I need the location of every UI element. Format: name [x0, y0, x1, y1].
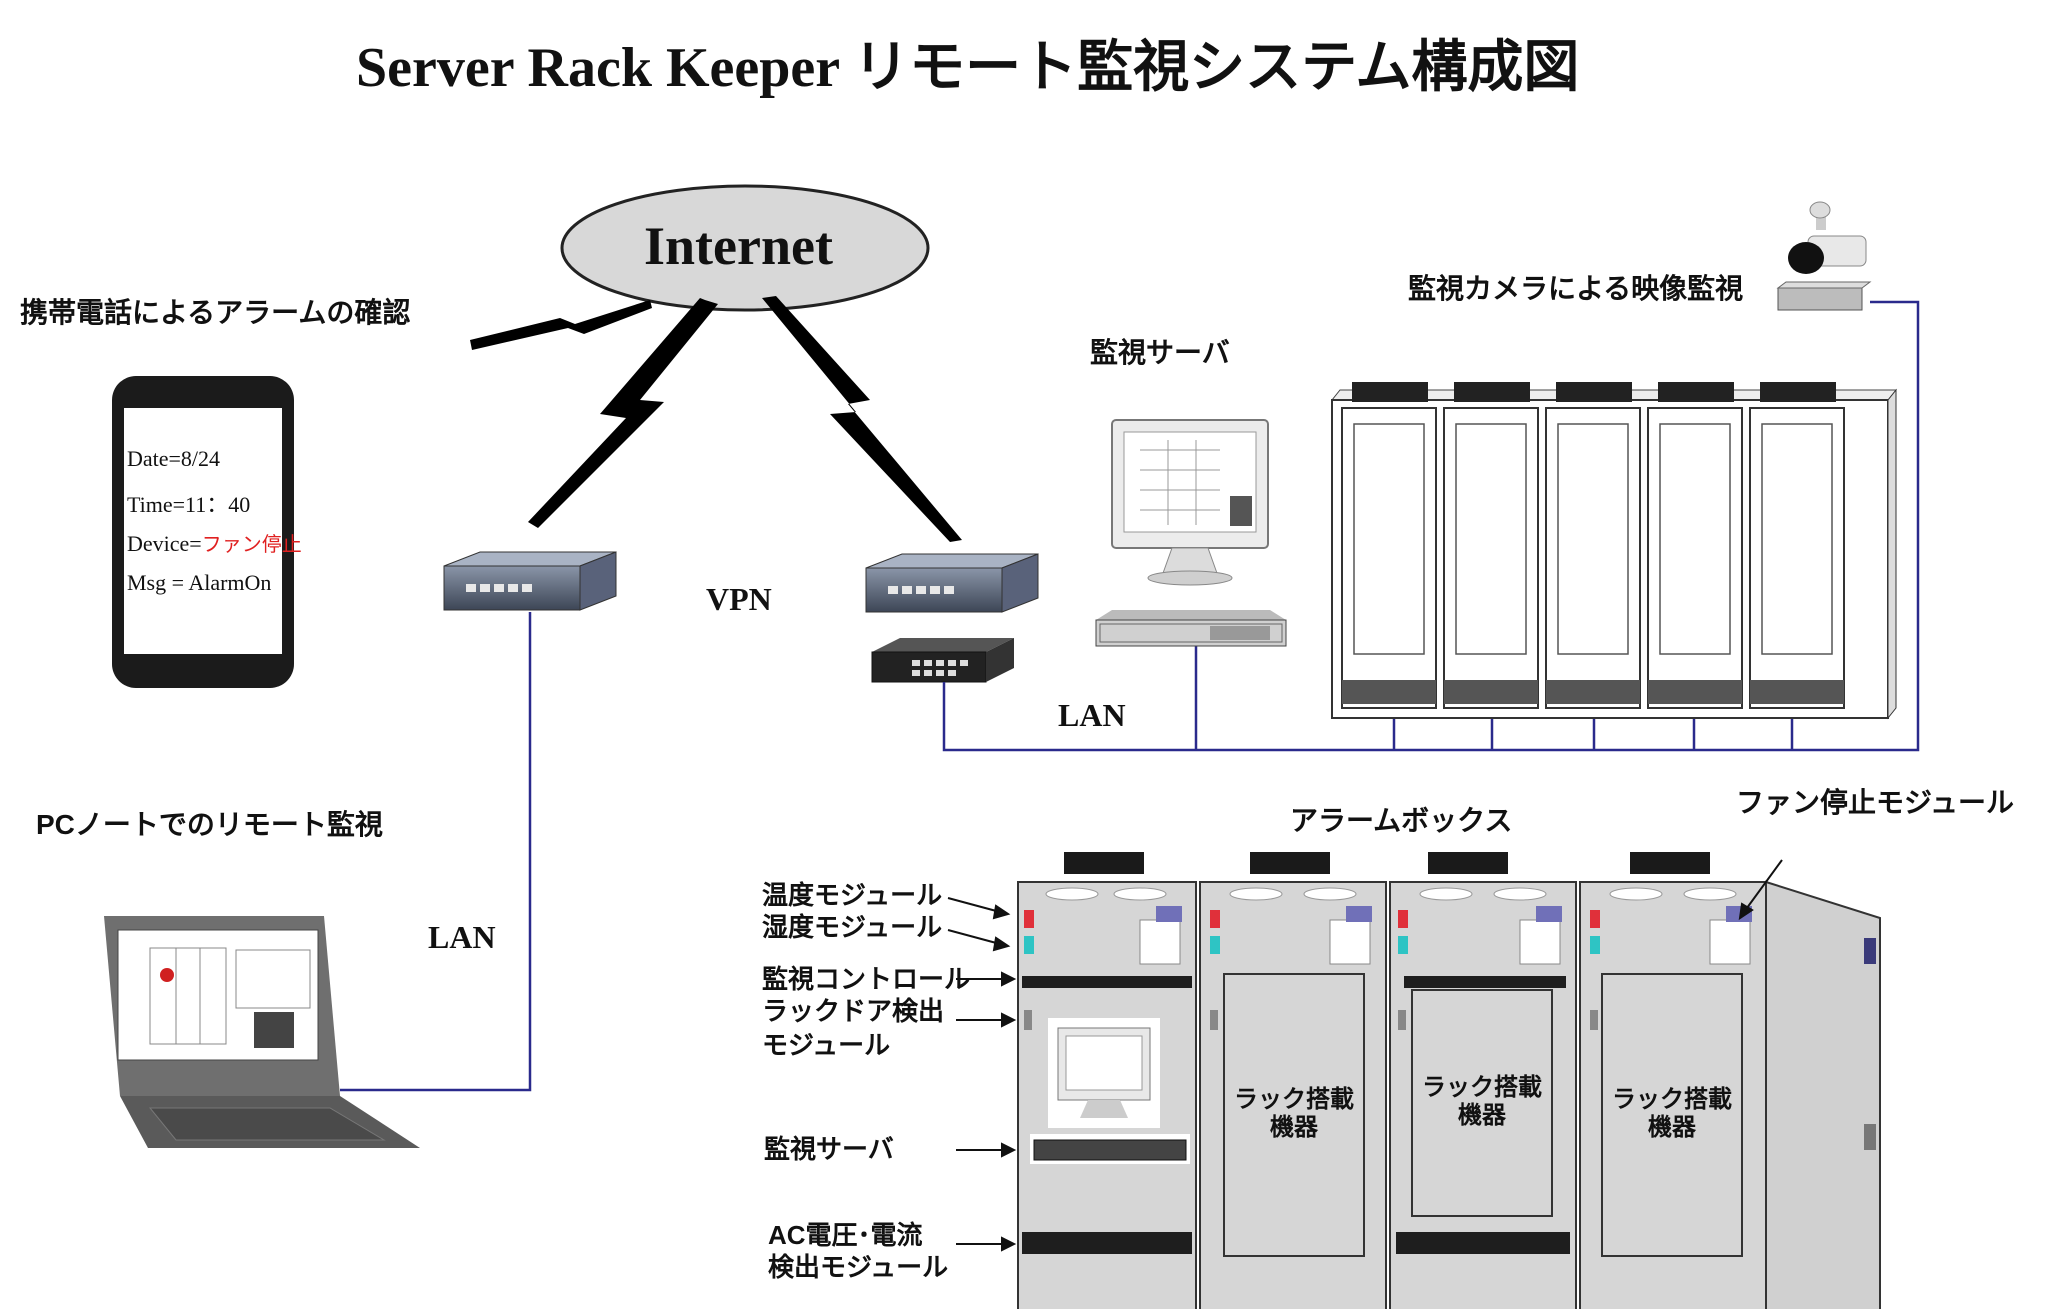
router-icon — [443, 551, 617, 611]
pc-caption: PCノートでのリモート監視 — [36, 809, 383, 840]
mobile-caption: 携帯電話によるアラームの確認 — [20, 297, 411, 328]
router-icon — [865, 553, 1039, 613]
phone-device-prefix: Device= — [127, 531, 202, 556]
rack-equipment-line2: 機器 — [1458, 1101, 1506, 1129]
rack-equipment-label-2: ラック搭載機器 — [1402, 1074, 1562, 1129]
page-title: Server Rack Keeper リモート監視システム構成図 — [356, 37, 1580, 99]
server-caption: 監視サーバ — [1090, 337, 1230, 368]
lightning-bolt-icon — [528, 298, 718, 528]
controller-label: 監視コントロール — [762, 964, 971, 994]
humidity-module-label: 湿度モジュール — [762, 912, 943, 942]
lightning-bolt-icon — [762, 296, 962, 542]
switch-icon — [871, 638, 1014, 683]
laptop-icon — [104, 916, 420, 1148]
alarm-rack-row — [947, 852, 1881, 1309]
phone-device: Device=ファン停止 — [127, 528, 302, 557]
door-module-label-2: モジュール — [762, 1030, 891, 1060]
camera-caption: 監視カメラによる映像監視 — [1408, 273, 1744, 304]
rack-server-label: 監視サーバ — [764, 1134, 894, 1164]
server-1u-icon — [1095, 610, 1287, 647]
phone-date: Date=8/24 — [127, 446, 221, 471]
rack-equipment-line2: 機器 — [1648, 1113, 1696, 1141]
rack-row-top — [1330, 382, 1898, 720]
phone-device-value: ファン停止 — [201, 532, 302, 556]
rack-equipment-line1: ラック搭載 — [1422, 1074, 1542, 1101]
ac-module-label-1: AC電圧･電流 — [768, 1220, 923, 1250]
vpn-label: VPN — [706, 581, 772, 617]
camera-icon — [1776, 201, 1872, 311]
rack-equipment-line1: ラック搭載 — [1234, 1086, 1354, 1113]
internet-label: Internet — [644, 216, 833, 276]
ac-module-label-2: 検出モジュール — [768, 1252, 949, 1282]
lightning-bolt-icon — [470, 300, 652, 350]
smartphone-icon — [112, 376, 294, 688]
lan-label-right: LAN — [1058, 697, 1126, 733]
rack-equipment-label-3: ラック搭載機器 — [1592, 1086, 1752, 1141]
monitor-icon — [1111, 419, 1269, 586]
door-module-label-1: ラックドア検出 — [762, 996, 945, 1026]
temperature-module-label: 温度モジュール — [762, 880, 943, 910]
internet-cloud — [560, 184, 930, 312]
rack-equipment-label-1: ラック搭載機器 — [1214, 1086, 1374, 1141]
lan-connection — [340, 300, 1920, 1092]
lan-label-left: LAN — [428, 919, 496, 955]
alarm-box-icon — [1064, 852, 1710, 874]
alarm-box-caption: アラームボックス — [1290, 805, 1513, 836]
rack-equipment-line1: ラック搭載 — [1612, 1086, 1732, 1113]
fan-module-caption: ファン停止モジュール — [1736, 787, 2015, 818]
phone-msg: Msg = AlarmOn — [127, 570, 272, 595]
phone-time: Time=11：40 — [127, 492, 251, 517]
rack-equipment-line2: 機器 — [1270, 1113, 1318, 1141]
